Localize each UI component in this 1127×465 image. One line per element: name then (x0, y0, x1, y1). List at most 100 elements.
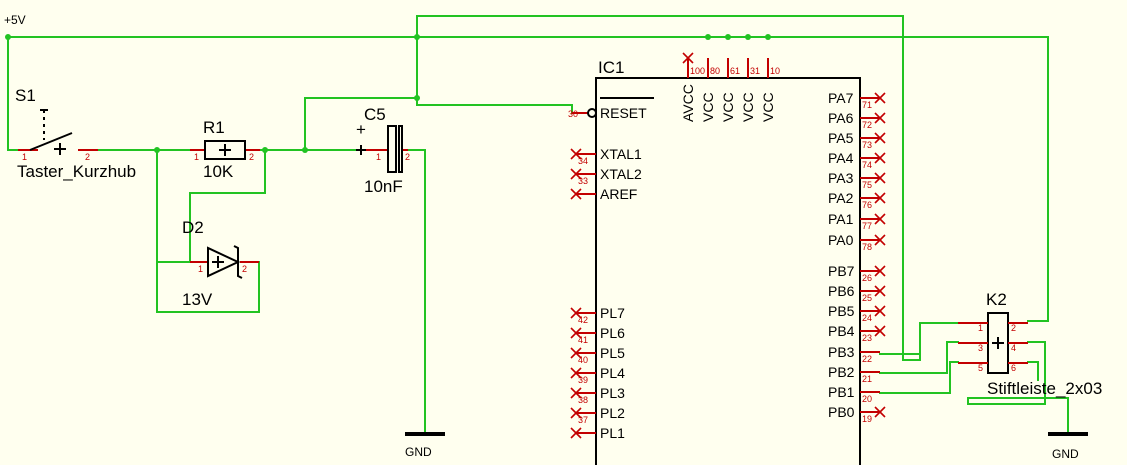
mcu-pin-reset[interactable]: RESET 30 (568, 97, 654, 121)
header-pin-4[interactable]: 4 (1008, 342, 1028, 353)
ground-left-label: GND (405, 445, 432, 459)
ground-right: GND (1048, 432, 1088, 461)
junction-dot (745, 34, 751, 40)
header-pin-5[interactable]: 5 (958, 362, 988, 373)
ground-right-label: GND (1052, 447, 1079, 461)
mcu-pin-number: 72 (862, 120, 872, 130)
header-pin-number: 5 (978, 363, 983, 373)
mcu-pin-pb5[interactable]: PB5 24 (828, 303, 886, 323)
capacitor-plus: + (356, 120, 366, 139)
junction-dot (154, 147, 160, 153)
header-pin-number: 4 (1011, 343, 1016, 353)
header-pins: 1 2 3 4 5 6 (958, 322, 1028, 373)
mcu-pin-label: PL3 (600, 385, 625, 401)
mcu-pin-number: 39 (578, 375, 588, 385)
diode-ref: D2 (182, 218, 204, 237)
mcu-pin-label: PB2 (828, 364, 855, 380)
mcu-pin-number: 24 (862, 313, 872, 323)
mcu-pin-pl1[interactable]: PL1 (570, 425, 625, 441)
junction-dot (262, 147, 268, 153)
mcu-pin-pa6[interactable]: PA6 72 (828, 110, 886, 130)
mcu-pin-label: XTAL1 (600, 146, 642, 162)
mcu-pin-number: 10 (770, 66, 780, 76)
wire-pb1-header (879, 361, 959, 394)
mcu-pin-label: PL1 (600, 425, 625, 441)
junction-dot (414, 95, 420, 101)
mcu-pin-label: PA6 (828, 110, 854, 126)
header-pin-number: 6 (1011, 363, 1016, 373)
header-pin-2[interactable]: 2 (1008, 322, 1028, 333)
mcu-pin-number: 34 (578, 156, 588, 166)
mcu-pin-number: 19 (862, 414, 872, 424)
header-pin-3[interactable]: 3 (958, 342, 988, 353)
mcu-pin-label: VCC (700, 92, 716, 122)
switch-pin2: 2 (85, 152, 90, 162)
mcu-pin-number: 73 (862, 140, 872, 150)
capacitor-c5[interactable]: + C5 10nF 1 2 (356, 105, 410, 196)
wire-5v-to-switch (7, 36, 19, 151)
header-pin-number: 2 (1011, 323, 1016, 333)
mcu-pin-number: 71 (862, 100, 872, 110)
switch-pin1: 1 (22, 152, 27, 162)
junction-dot (765, 34, 771, 40)
header-pin-1[interactable]: 1 (958, 322, 988, 333)
wire-5v-rail (7, 36, 1049, 322)
mcu-pin-label: PA4 (828, 150, 854, 166)
mcu-pin-label: PA7 (828, 90, 854, 106)
mcu-pin-label: PA1 (828, 211, 854, 227)
diode-d2[interactable]: D2 13V 1 2 (182, 218, 259, 309)
ground-left: GND (405, 432, 445, 459)
switch-s1[interactable]: S1 Taster_Kurzhub 1 2 (15, 86, 136, 181)
mcu-pin-number: 26 (862, 273, 872, 283)
mcu-pin-pa7[interactable]: PA7 71 (828, 90, 886, 110)
mcu-pin-number: 21 (862, 374, 872, 384)
resistor-r1[interactable]: R1 10K 1 2 (190, 118, 260, 181)
wire-header-gnd (967, 341, 1069, 433)
mcu-pin-label: PA2 (828, 190, 854, 206)
resistor-ref: R1 (203, 118, 225, 137)
mcu-pin-xtal1[interactable]: XTAL1 34 (570, 146, 642, 166)
mcu-pin-aref[interactable]: AREF (570, 186, 637, 202)
header-pin-6[interactable]: 6 (1008, 362, 1028, 373)
mcu-pin-number: 30 (568, 109, 578, 119)
mcu-pin-number: 78 (862, 242, 872, 252)
mcu-pin-label: RESET (600, 105, 647, 121)
mcu-pin-pb2[interactable]: PB2 21 (828, 364, 880, 384)
mcu-pin-label: PB5 (828, 303, 855, 319)
mcu-pin-label: PB4 (828, 323, 855, 339)
resistor-pin1: 1 (194, 152, 199, 162)
diode-value: 13V (182, 290, 213, 309)
mcu-pin-number: 75 (862, 180, 872, 190)
mcu-pin-number: 61 (730, 66, 740, 76)
capacitor-ref: C5 (364, 105, 386, 124)
